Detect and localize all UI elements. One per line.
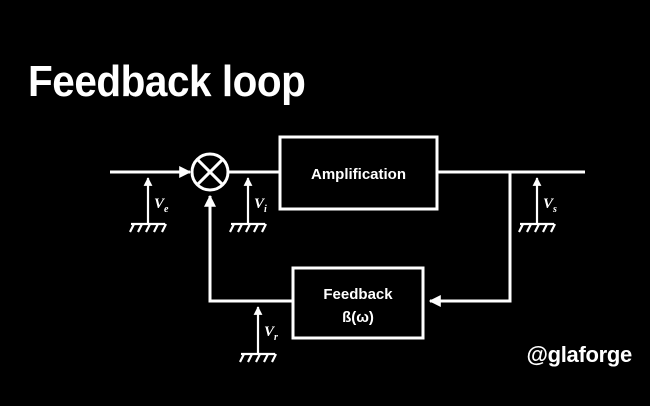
amplification-block: Amplification <box>278 135 439 211</box>
vs-probe: Vs <box>518 177 557 233</box>
vi-probe: Vi <box>229 177 267 233</box>
feedback-to-junction-wire <box>204 194 293 303</box>
summing-junction <box>190 152 230 192</box>
ve-probe: Ve <box>129 177 169 233</box>
feedback-label-line1: Feedback <box>323 286 393 303</box>
feedback-block: Feedback ß(ω) <box>291 266 425 340</box>
page-title: Feedback loop <box>28 57 306 106</box>
vr-probe: Vr <box>239 306 278 363</box>
author-handle: @glaforge <box>526 342 632 367</box>
feedback-label-line2: ß(ω) <box>342 309 374 326</box>
vs-label: Vs <box>543 196 557 215</box>
ve-label: Ve <box>154 196 169 215</box>
vr-label: Vr <box>264 324 278 343</box>
feedback-return-wire <box>428 172 512 307</box>
vi-label: Vi <box>254 196 267 215</box>
amplification-label: Amplification <box>311 166 406 183</box>
